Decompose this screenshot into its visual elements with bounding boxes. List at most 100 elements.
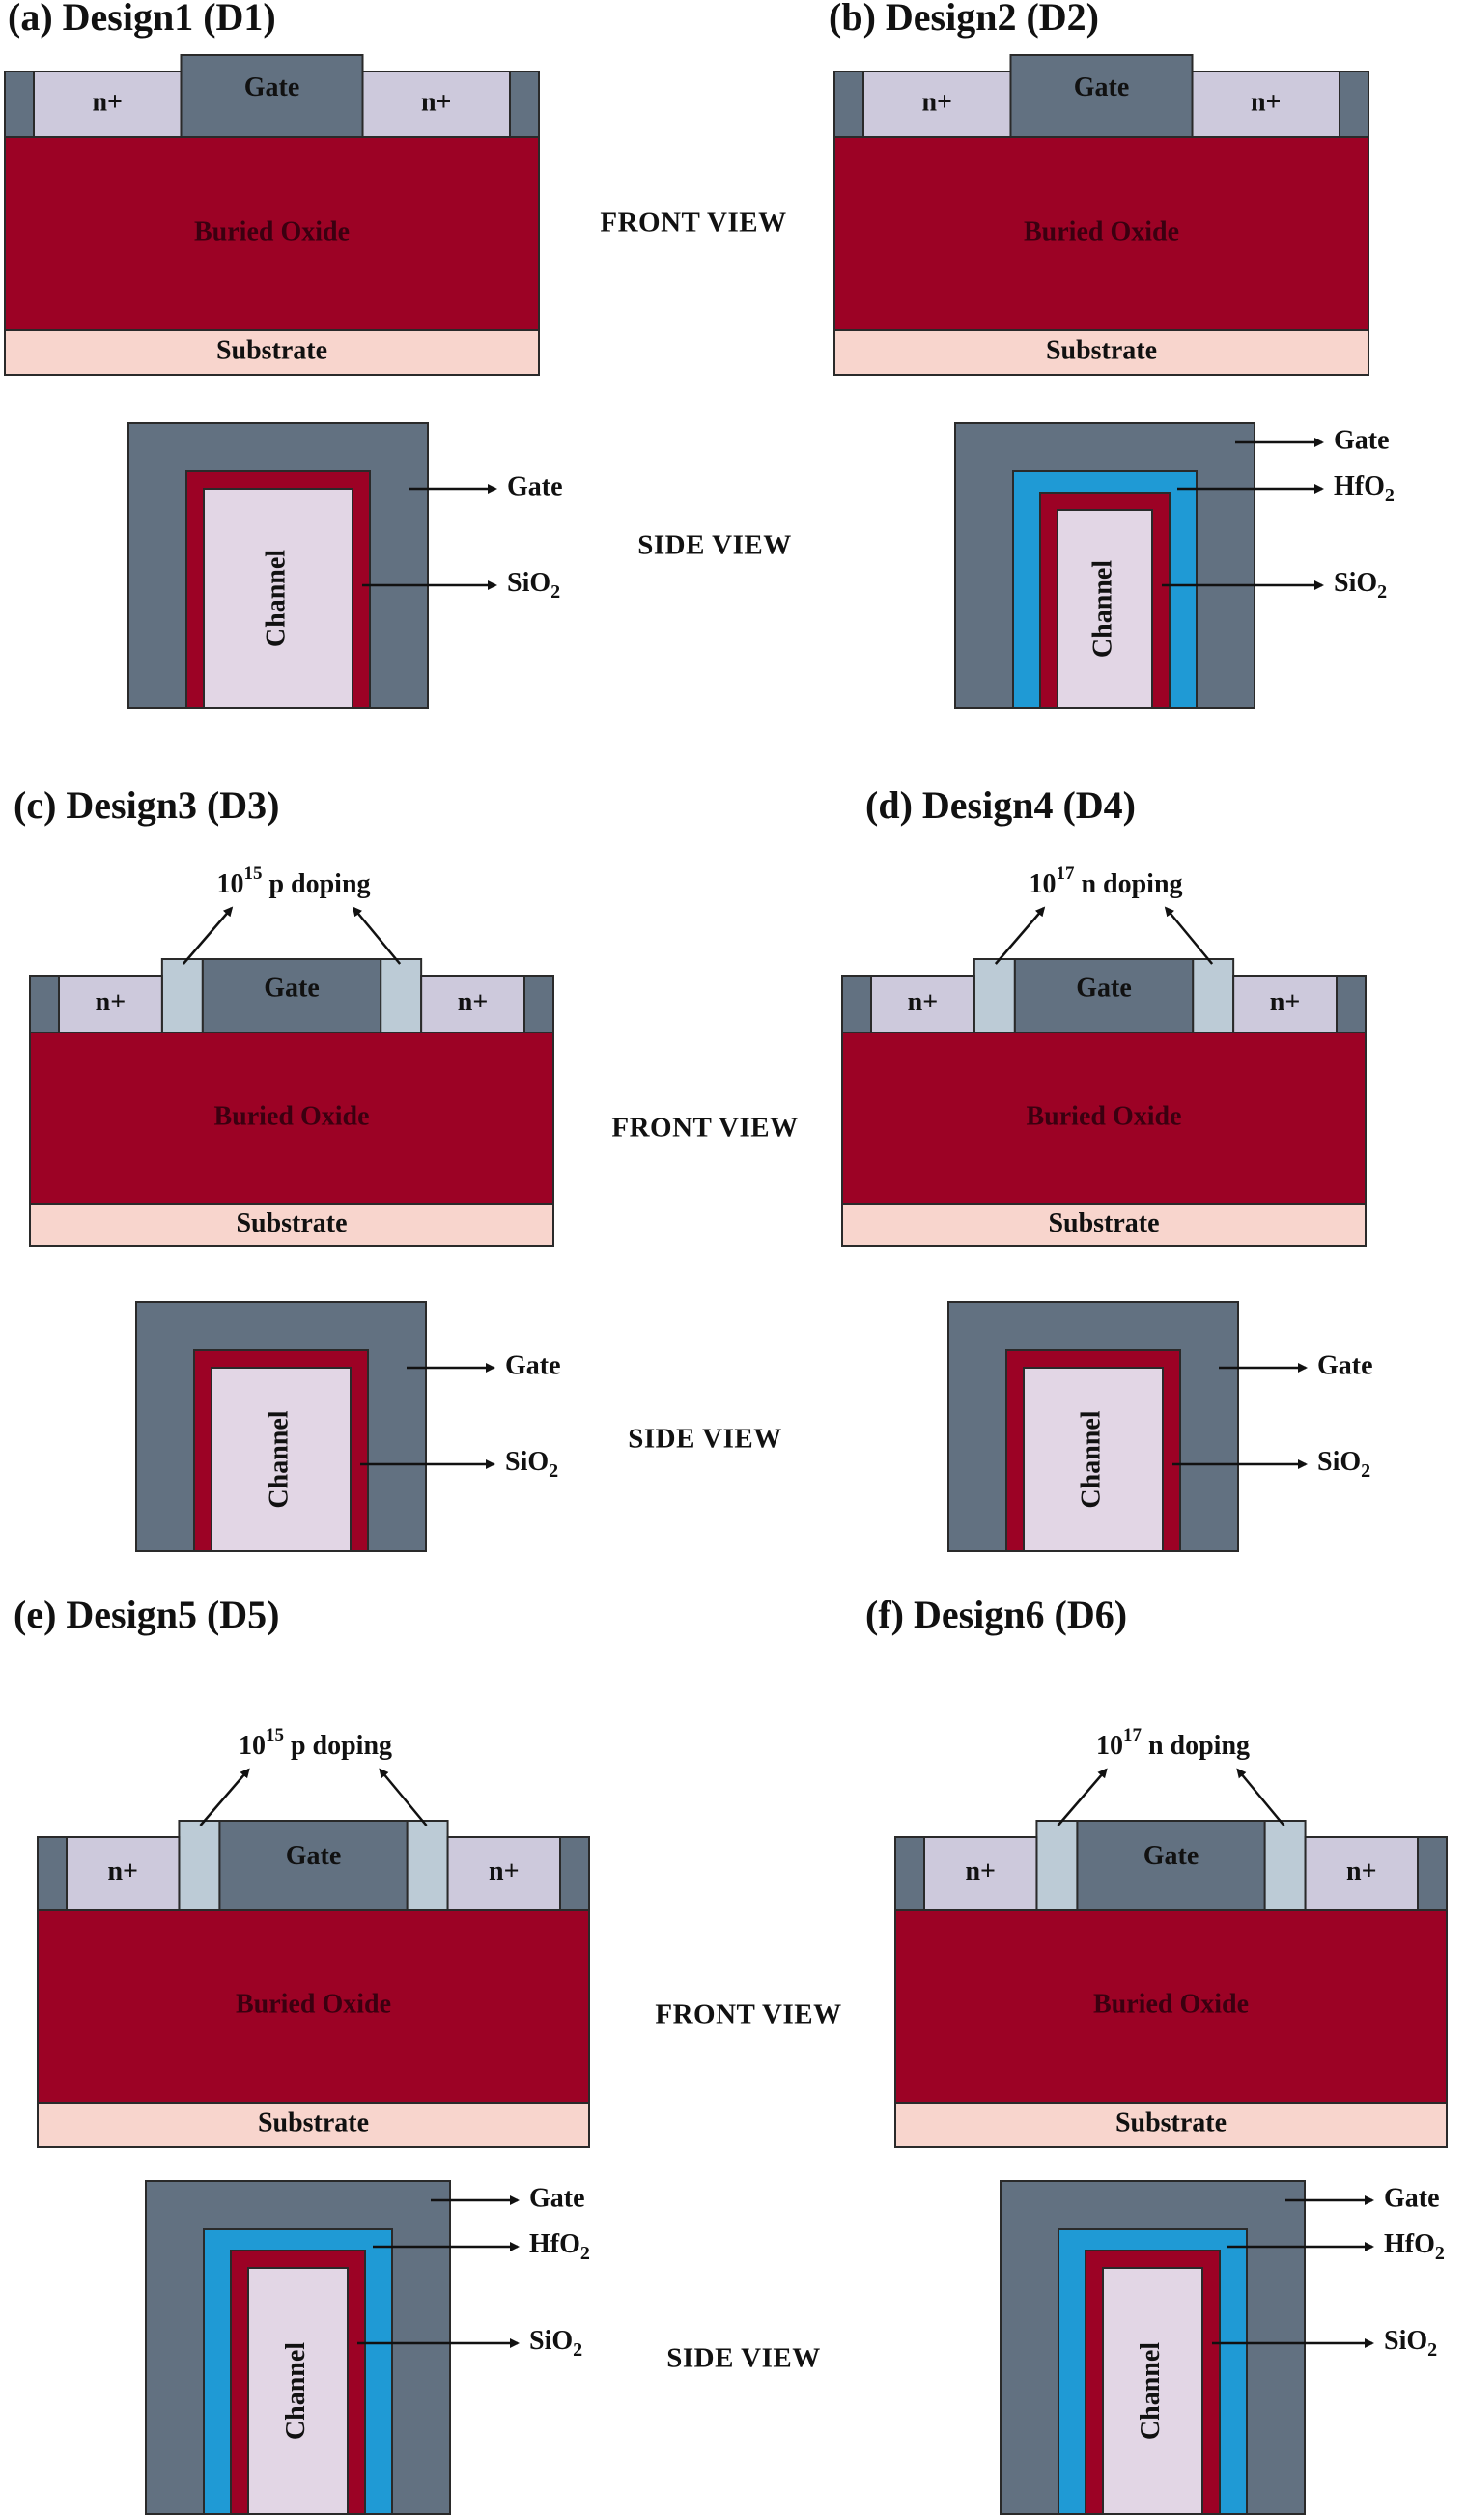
left-doping-arrow — [182, 906, 234, 965]
hfo2-side-label: HfO2 — [529, 2229, 590, 2263]
drain-nplus — [361, 71, 512, 138]
drain-nplus — [446, 1836, 562, 1911]
substrate-label: Substrate — [216, 335, 327, 365]
source-nplus-label: n+ — [107, 1856, 138, 1886]
sio2-side-label: SiO2 — [507, 568, 560, 602]
sio2-side-label: SiO2 — [505, 1447, 558, 1481]
doping-label: 1015 p doping — [239, 1725, 392, 1761]
right-contact — [1336, 975, 1367, 1033]
doping-label: 1017 n doping — [1096, 1725, 1250, 1761]
substrate-label: Substrate — [1046, 335, 1157, 365]
left-contact — [894, 1836, 925, 1911]
side-view-label: SIDE VIEW — [666, 2343, 821, 2374]
buried-oxide-label: Buried Oxide — [236, 1989, 391, 2019]
right-spacer — [1192, 958, 1235, 1033]
gate-side-label: Gate — [1334, 425, 1390, 455]
left-contact — [841, 975, 872, 1033]
right-spacer — [406, 1820, 449, 1911]
doping-label: 1017 n doping — [1029, 864, 1182, 899]
left-doping-arrow — [1057, 1768, 1108, 1826]
gate-label: Gate — [1143, 1841, 1199, 1871]
channel-label: Channel — [1087, 560, 1117, 658]
gate-side-label: Gate — [1317, 1350, 1373, 1380]
sio2-side-label: SiO2 — [1384, 2326, 1437, 2360]
substrate-layer — [37, 2102, 590, 2148]
gate-side-label: Gate — [529, 2183, 585, 2213]
left-spacer — [1035, 1820, 1079, 1911]
gate-block — [218, 1820, 409, 1911]
buried-oxide-label: Buried Oxide — [1026, 1101, 1181, 1131]
substrate-layer — [833, 329, 1369, 376]
source-nplus-label: n+ — [921, 87, 952, 117]
drain-nplus — [1232, 975, 1339, 1033]
right-doping-arrow — [379, 1768, 428, 1826]
design-panel-d4: (d) Design4 (D4) Gate n+ n+ Buried OxideSubs… — [841, 783, 1373, 1552]
front-view-label: FRONT VIEW — [655, 1999, 841, 2030]
buried-oxide-label: Buried Oxide — [194, 216, 350, 246]
gate-block — [1076, 1820, 1266, 1911]
drain-nplus-label: n+ — [1270, 987, 1301, 1017]
channel-label: Channel — [261, 550, 291, 647]
left-doping-arrow — [994, 906, 1046, 965]
left-contact — [29, 975, 60, 1033]
gate-label: Gate — [264, 973, 320, 1003]
sio2-side-label: SiO2 — [1334, 568, 1387, 602]
gate-label: Gate — [1074, 72, 1130, 102]
substrate-layer — [841, 1203, 1367, 1247]
right-contact — [559, 1836, 590, 1911]
buried-oxide-label: Buried Oxide — [1024, 216, 1179, 246]
substrate-label: Substrate — [1048, 1208, 1159, 1238]
channel-body — [203, 488, 353, 709]
gate-label: Gate — [244, 72, 300, 102]
left-spacer — [160, 958, 204, 1033]
substrate-label: Substrate — [1115, 2108, 1227, 2138]
gate-block — [180, 54, 364, 138]
source-nplus-label: n+ — [908, 987, 939, 1017]
channel-label: Channel — [281, 2342, 311, 2440]
source-nplus — [58, 975, 163, 1033]
channel-label: Channel — [1136, 2342, 1166, 2440]
channel-body — [1023, 1367, 1164, 1552]
buried-oxide-layer — [4, 136, 540, 331]
substrate-layer — [29, 1203, 554, 1247]
source-nplus — [66, 1836, 181, 1911]
gate-block — [201, 958, 382, 1033]
source-nplus-label: n+ — [92, 87, 123, 117]
source-nplus — [33, 71, 183, 138]
source-nplus-label: n+ — [96, 987, 127, 1017]
front-view-label: FRONT VIEW — [611, 1113, 798, 1144]
drain-nplus-label: n+ — [1346, 1856, 1377, 1886]
design-title: (e) Design5 (D5) — [14, 1593, 280, 1636]
design-title: (f) Design6 (D6) — [865, 1593, 1127, 1636]
design-title: (d) Design4 (D4) — [865, 783, 1136, 827]
channel-label: Channel — [264, 1410, 294, 1508]
right-contact — [523, 975, 554, 1033]
drain-nplus-label: n+ — [421, 87, 452, 117]
side-view-label: SIDE VIEW — [628, 1424, 782, 1455]
substrate-label: Substrate — [258, 2108, 369, 2138]
sio2-side-label: SiO2 — [1317, 1447, 1370, 1481]
channel-label: Channel — [1076, 1410, 1106, 1508]
left-contact — [37, 1836, 68, 1911]
gate-side-label: Gate — [1384, 2183, 1440, 2213]
gate-side-label: Gate — [507, 471, 563, 501]
design-title: (c) Design3 (D3) — [14, 783, 280, 827]
gate-label: Gate — [1076, 973, 1132, 1003]
substrate-layer — [4, 329, 540, 376]
right-doping-arrow — [1164, 906, 1214, 965]
left-contact — [4, 71, 35, 138]
buried-oxide-layer — [894, 1909, 1448, 2104]
source-nplus — [923, 1836, 1038, 1911]
buried-oxide-label: Buried Oxide — [213, 1101, 369, 1131]
substrate-layer — [894, 2102, 1448, 2148]
left-contact — [833, 71, 864, 138]
right-spacer — [1263, 1820, 1307, 1911]
buried-oxide-layer — [29, 1032, 554, 1205]
design-title: (b) Design2 (D2) — [829, 0, 1099, 39]
gate-block — [1009, 54, 1194, 138]
